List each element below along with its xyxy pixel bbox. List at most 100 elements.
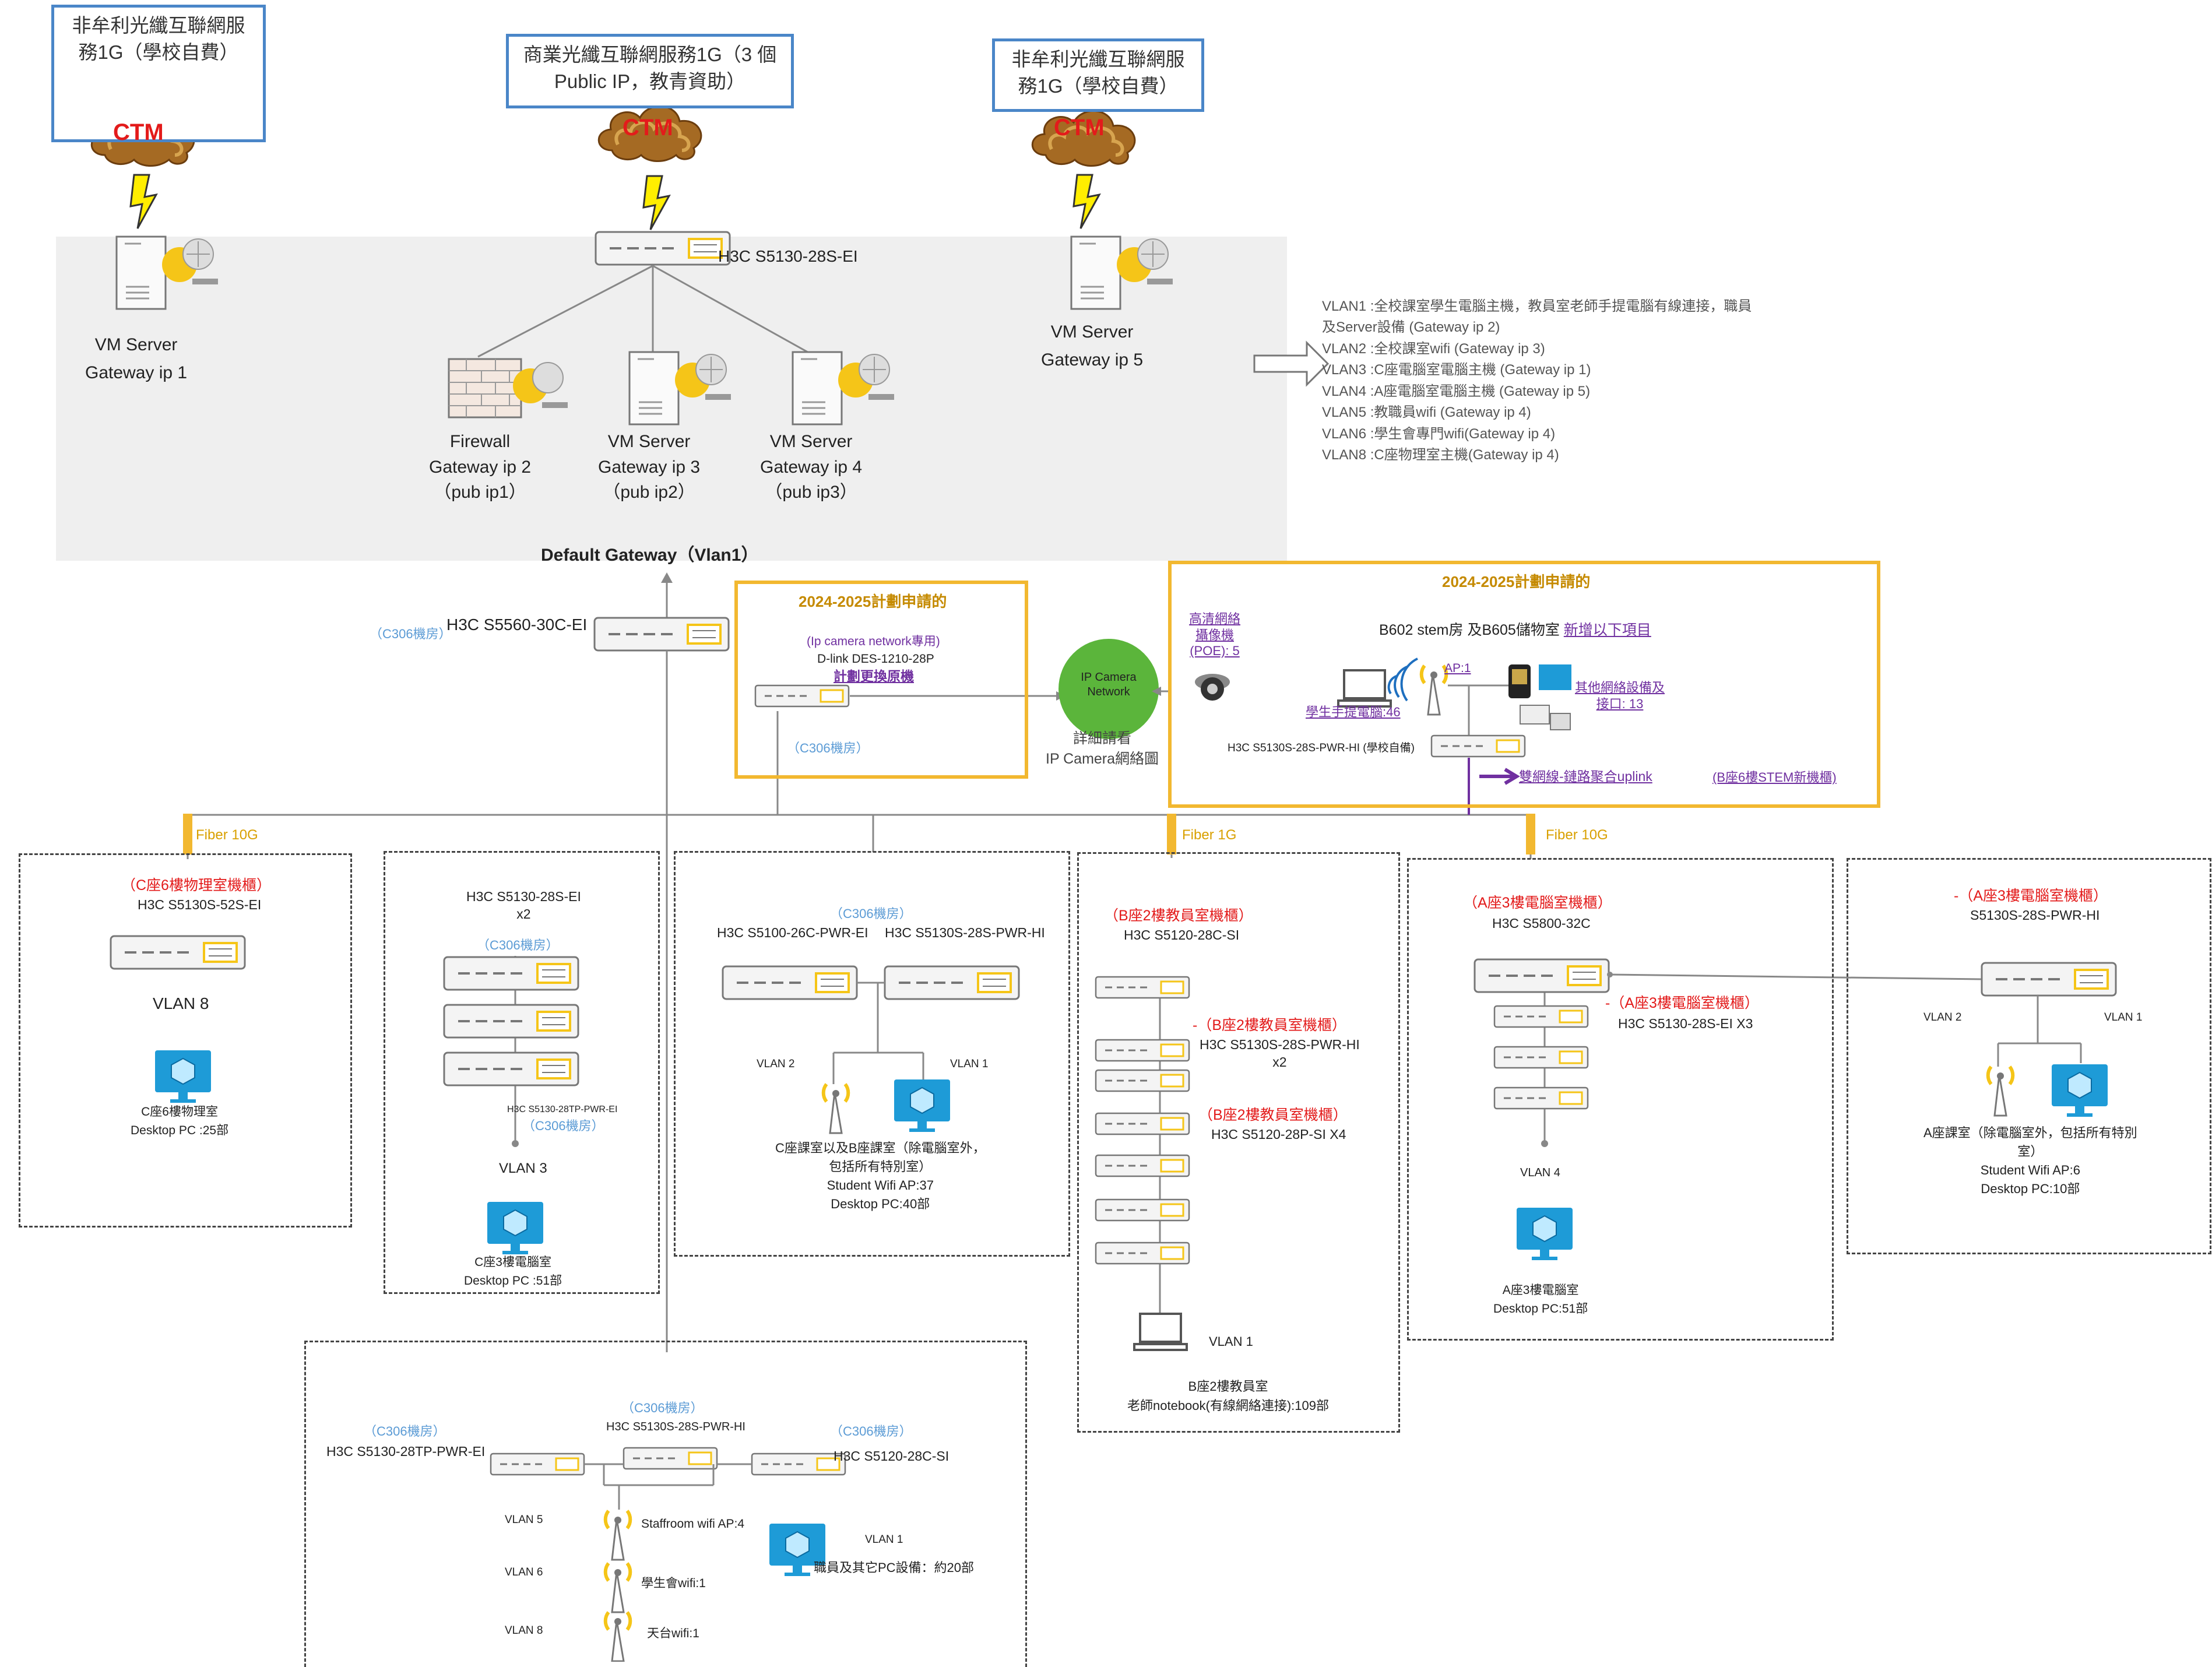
- dmz-3-pub: （pub ip3）: [765, 483, 857, 502]
- box5-title: （A座3樓電腦室機櫃）: [1463, 895, 1612, 911]
- dmz-server-3-label: VM Server Gateway ip 4 （pub ip3）: [760, 429, 862, 505]
- plan2-camera[interactable]: 高清網絡攝像機(POE): 5: [1188, 611, 1240, 658]
- box1-room-name: C座6樓物理室: [141, 1105, 218, 1119]
- plan1-model: D-link DES-1210-28P: [817, 652, 934, 666]
- box3-desc-1: C座課室以及B座課室（除電腦室外，: [775, 1141, 986, 1155]
- cloud-label-3: CTM: [1054, 115, 1105, 140]
- plan2-box: [1168, 561, 1880, 808]
- box4-title2: -（B座2樓教員室機櫃）: [1193, 1017, 1346, 1033]
- dmz-1-pub: （pub ip1）: [434, 483, 526, 502]
- box4-title: （B座2樓教員室機櫃）: [1104, 908, 1253, 924]
- box7-model-c: H3C S5120-28C-SI: [834, 1448, 949, 1464]
- box-c6-physics: [19, 853, 352, 1228]
- box5-room-name: A座3樓電腦室: [1502, 1283, 1579, 1297]
- box2-room-name: C座3樓電腦室: [474, 1255, 551, 1269]
- box4-pcs: 老師notebook(有線網絡連接):109部: [1127, 1398, 1329, 1413]
- ip-camera-network[interactable]: [1058, 639, 1159, 739]
- box-c306-room: [304, 1341, 1027, 1667]
- box3-model-b: H3C S5130S-28S-PWR-HI: [885, 925, 1045, 940]
- server-5-name: VM Server: [1050, 322, 1134, 342]
- box4-vlan: VLAN 1: [1209, 1334, 1253, 1349]
- box7-vlan1: VLAN 1: [865, 1534, 903, 1546]
- box6-desc-2: 室）: [2017, 1144, 2044, 1159]
- plan1-room: （C306機房）: [787, 741, 869, 755]
- dmz-3-gateway: Gateway ip 4: [760, 457, 863, 477]
- ip-camera-caption: 詳細請看 IP Camera網絡圖: [1046, 729, 1159, 769]
- main-switch-room: （C306機房）: [370, 627, 452, 641]
- vlan-legend-line: VLAN1 :全校課室學生電腦主機，教員室老師手提電腦有線連接，職員: [1322, 298, 1752, 314]
- plan2-laptop[interactable]: 學生手提電腦:46: [1306, 705, 1401, 719]
- box4-model3: H3C S5120-28P-SI X4: [1211, 1127, 1346, 1142]
- box7-ap6: 學生會wifi:1: [641, 1577, 706, 1590]
- server-1-label: VM Server Gateway ip 1: [85, 331, 187, 387]
- box2-model: H3C S5130-28S-EI x2: [466, 888, 581, 923]
- box7-vlan6: VLAN 6: [505, 1566, 543, 1578]
- box4-room: B座2樓教員室 老師notebook(有線網絡連接):109部: [1127, 1377, 1329, 1415]
- box7-model-a: H3C S5130-28TP-PWR-EI: [326, 1444, 486, 1459]
- default-gateway-label: Default Gateway（Vlan1）: [541, 546, 759, 565]
- box3-wifi: Student Wifi AP:37: [827, 1177, 934, 1193]
- fiber-mid: Fiber 1G: [1182, 827, 1237, 843]
- isp-box-1: 非牟利光纖互聯網服務1G（學校自費）: [51, 5, 266, 142]
- core-switch-label: H3C S5130-28S-EI: [718, 247, 858, 265]
- plan2-uplink[interactable]: 雙網線-鏈路聚合uplink: [1519, 769, 1652, 784]
- plan2-subtitle: B602 stem房 及B605儲物室 新增以下項目: [1379, 621, 1651, 639]
- box-b2-staffroom: [1077, 852, 1400, 1433]
- box6-vlan-a: VLAN 2: [1923, 1011, 1962, 1024]
- box2-room: C座3樓電腦室 Desktop PC :51部: [464, 1253, 562, 1290]
- box4-model2: H3C S5130S-28S-PWR-HI x2: [1200, 1036, 1360, 1071]
- isp-label: 非牟利光纖互聯網服務1G（學校自費）: [72, 15, 245, 64]
- box2-model-name: H3C S5130-28S-EI: [466, 889, 581, 904]
- dmz-server-2-label: VM Server Gateway ip 3 （pub ip2）: [598, 429, 700, 505]
- dmz-3-name: VM Server: [769, 432, 853, 451]
- box7-vlan8: VLAN 8: [505, 1624, 543, 1637]
- plan1-action[interactable]: 計劃更換原機: [834, 669, 914, 684]
- plan2-location[interactable]: (B座6樓STEM新機櫃): [1712, 770, 1837, 785]
- box2-pcs: Desktop PC :51部: [464, 1274, 562, 1288]
- server-5-gateway: Gateway ip 5: [1041, 350, 1144, 370]
- box1-pcs: Desktop PC :25部: [131, 1123, 229, 1137]
- fiber-marker: [1526, 814, 1535, 854]
- box2-vlan: VLAN 3: [499, 1160, 547, 1176]
- plan2-subtitle-b[interactable]: 新增以下項目: [1563, 622, 1651, 638]
- box-classrooms: [674, 851, 1070, 1257]
- box7-room-c: （C306機房）: [830, 1424, 912, 1439]
- vlan-legend-line: VLAN2 :全校課室wifi (Gateway ip 3): [1322, 340, 1545, 357]
- box2-qty: x2: [516, 906, 531, 922]
- box6-model: S5130S-28S-PWR-HI: [1970, 908, 2100, 923]
- vlan-legend-line: VLAN6 :學生會專門wifi(Gateway ip 4): [1322, 425, 1556, 442]
- box4-room-name: B座2樓教員室: [1188, 1379, 1268, 1394]
- vlan-legend-line: VLAN5 :教職員wifi (Gateway ip 4): [1322, 405, 1531, 421]
- plan2-switch: H3C S5130S-28S-PWR-HI (學校自備): [1228, 742, 1415, 754]
- box1-title: （C座6樓物理室機櫃）: [121, 877, 271, 894]
- dmz-1-name: Firewall: [449, 432, 511, 451]
- plan2-subtitle-a: B602 stem房 及B605儲物室: [1379, 622, 1564, 638]
- box1-vlan: VLAN 8: [153, 994, 209, 1012]
- main-switch-model: H3C S5560-30C-EI: [446, 616, 588, 634]
- fiber-marker: [183, 814, 192, 854]
- ip-camera-label: IP Camera Network: [1076, 670, 1141, 699]
- box3-desc-2: 包括所有特別室）: [829, 1159, 932, 1174]
- box-a-classrooms: [1847, 858, 2211, 1254]
- isp-box-2: 商業光纖互聯網服務1G（3 個 Public IP，教青資助）: [506, 34, 794, 108]
- box7-vlan5: VLAN 5: [505, 1514, 543, 1526]
- plan1-title: 2024-2025計劃申請的: [799, 593, 947, 610]
- ip-camera-caption-2: IP Camera網絡圖: [1046, 751, 1159, 767]
- box3-vlan-b: VLAN 1: [950, 1058, 989, 1070]
- fiber-right: Fiber 10G: [1546, 827, 1608, 843]
- plan2-other[interactable]: 其他網絡設備及接口: 13: [1575, 680, 1665, 711]
- box6-wifi: Student Wifi AP:6: [1980, 1162, 2080, 1177]
- box1-room: C座6樓物理室 Desktop PC :25部: [131, 1103, 228, 1140]
- plan2-ap[interactable]: AP:1: [1444, 662, 1471, 675]
- vlan-legend: VLAN1 :全校課室學生電腦主機，教員室老師手提電腦有線連接，職員 及Serv…: [1322, 296, 1752, 466]
- box2-room1: （C306機房）: [477, 938, 559, 952]
- vlan-legend-line: VLAN8 :C座物理室主機(Gateway ip 4): [1322, 447, 1559, 463]
- box7-room-a: （C306機房）: [364, 1424, 446, 1439]
- fiber-left: Fiber 10G: [196, 827, 258, 843]
- box5-model: H3C S5800-32C: [1492, 916, 1591, 931]
- box3-pcs: Desktop PC:40部: [831, 1196, 930, 1211]
- isp-label: 非牟利光纖互聯網服務1G（學校自費）: [1011, 48, 1185, 97]
- ip-camera-circle-text: IP Camera Network: [1081, 671, 1137, 698]
- box6-vlan-b: VLAN 1: [2104, 1011, 2143, 1024]
- vlan-legend-line: VLAN4 :A座電腦室電腦主機 (Gateway ip 5): [1322, 383, 1591, 399]
